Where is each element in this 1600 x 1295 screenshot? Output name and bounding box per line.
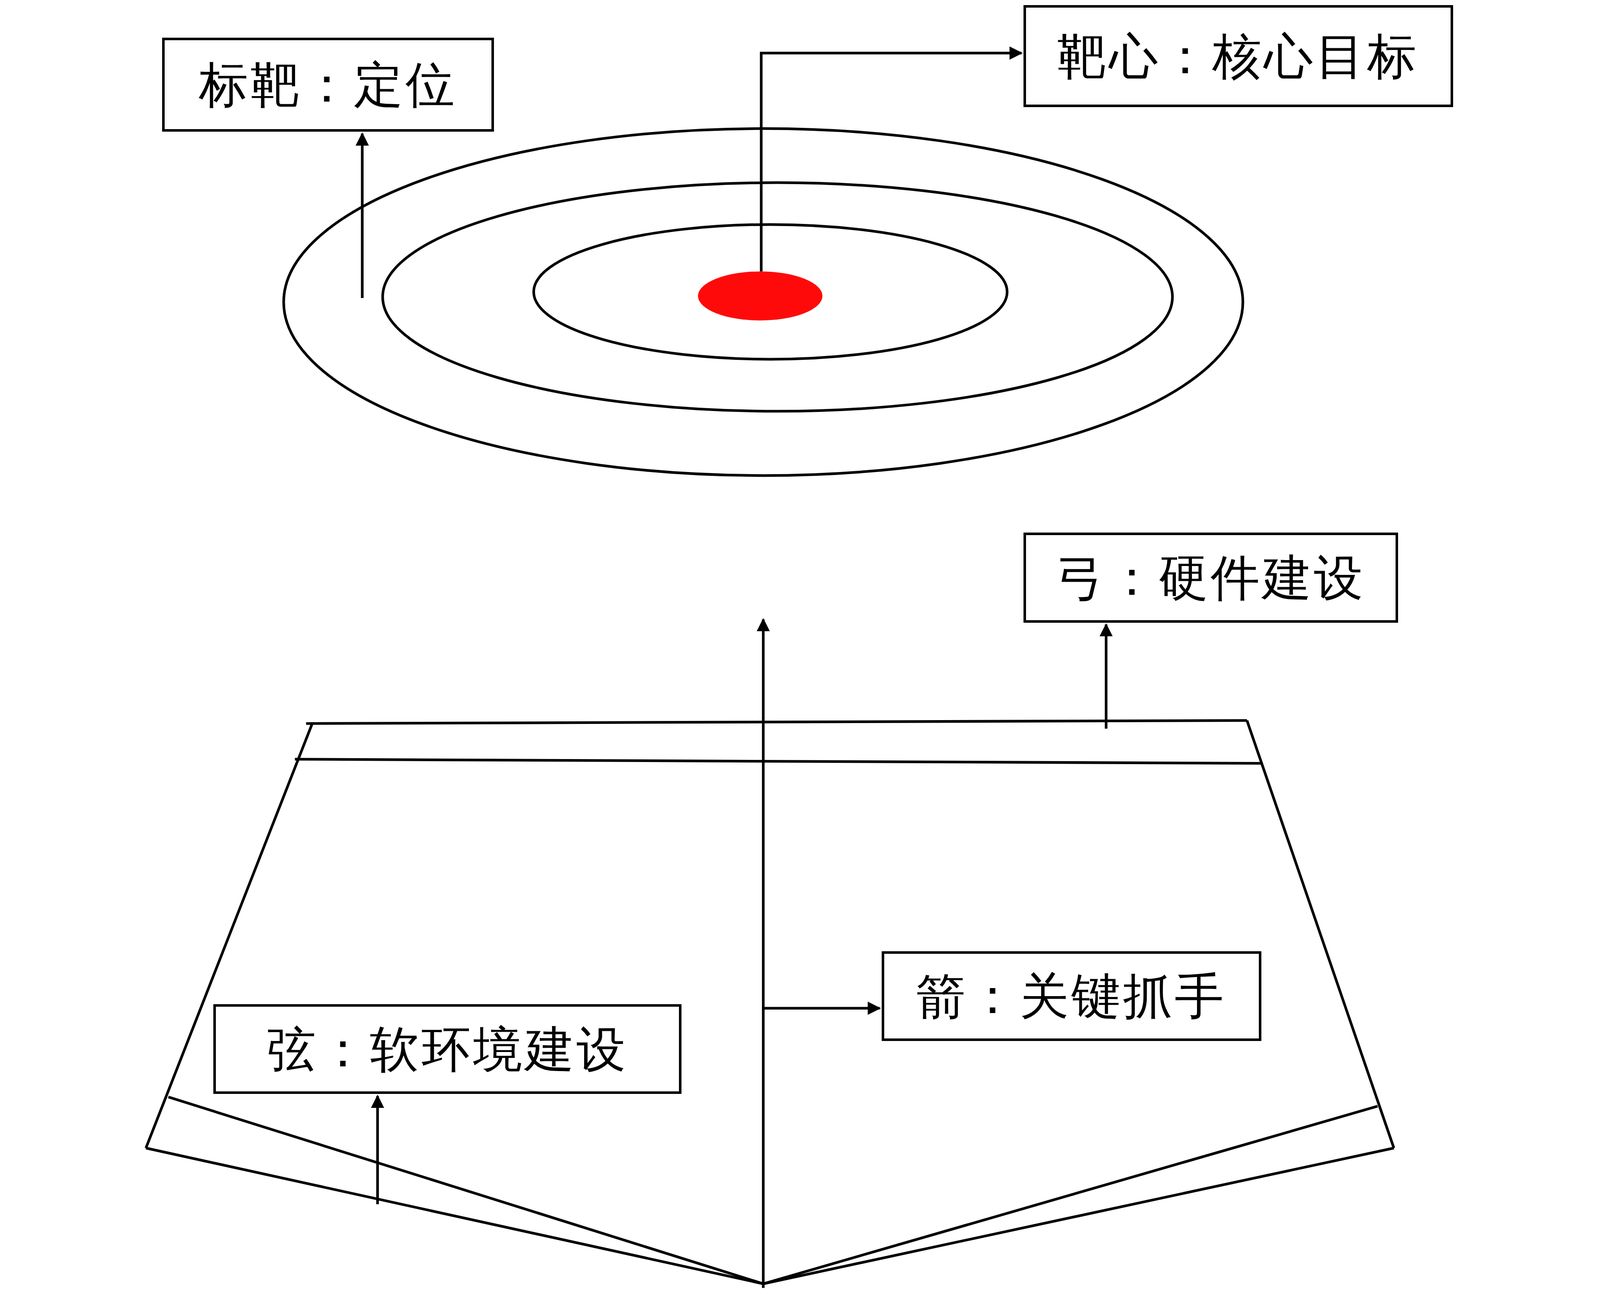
leader-arrow xyxy=(361,133,364,298)
label-box: 靶心：核心目标 xyxy=(1023,5,1454,108)
label-text: 标靶：定位 xyxy=(198,55,458,114)
bow xyxy=(146,720,1394,1284)
bow-line xyxy=(295,758,1262,764)
label-text: 箭：关键抓手 xyxy=(916,966,1227,1026)
label-box: 标靶：定位 xyxy=(162,37,494,132)
bullseye xyxy=(697,271,823,321)
leader-arrow xyxy=(761,52,1022,272)
target-ring xyxy=(382,182,1173,412)
leader-arrow xyxy=(1104,624,1108,729)
bow-string xyxy=(168,1096,1378,1284)
arrow-shaft xyxy=(761,619,765,1288)
bow-string xyxy=(146,1147,1394,1284)
label-text: 弓：硬件建设 xyxy=(1055,548,1366,607)
target-ring xyxy=(283,128,1243,476)
label-text: 弦：软环境建设 xyxy=(266,1019,629,1079)
target xyxy=(283,128,1243,476)
label-box: 弦：软环境建设 xyxy=(213,1004,682,1094)
label-box: 弓：硬件建设 xyxy=(1023,532,1399,623)
target-ring xyxy=(533,224,1008,359)
label-box: 箭：关键抓手 xyxy=(881,951,1262,1041)
label-text: 靶心：核心目标 xyxy=(1057,26,1419,86)
bow-line xyxy=(1246,720,1394,1148)
leaders xyxy=(362,52,1107,1288)
leader-arrow xyxy=(763,1006,880,1010)
leader-arrow xyxy=(376,1095,379,1205)
